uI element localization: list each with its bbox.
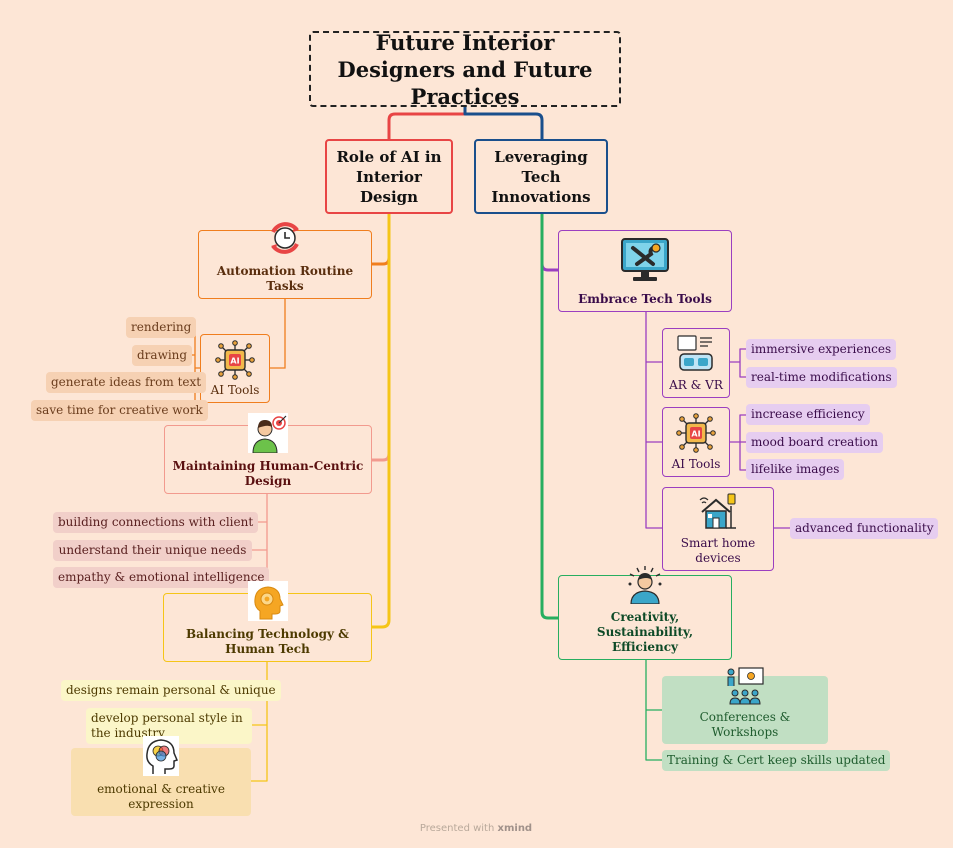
node-automation-routine-tasks[interactable]: Automation Routine Tasks	[198, 222, 372, 299]
central-topic[interactable]: Future Interior Designers and Future Pra…	[309, 29, 621, 109]
branch-leveraging-tech[interactable]: Leveraging Tech Innovations	[474, 139, 608, 214]
node-ai-tools-right-label: AI Tools	[671, 457, 721, 471]
human-centric-item[interactable]: empathy & emotional intelligence	[53, 567, 270, 588]
node-ar-vr[interactable]: AR & VR	[662, 328, 730, 398]
training-cert-label: Training & Cert keep skills updated	[667, 753, 886, 767]
node-human-centric-design[interactable]: Maintaining Human-Centric Design	[164, 413, 372, 494]
creative-person-icon	[625, 564, 665, 604]
ai-tool-item[interactable]: generate ideas from text	[46, 372, 207, 393]
ai-tool-item[interactable]: drawing	[132, 345, 193, 366]
footer-credit: Presented with xmind	[376, 823, 576, 834]
node-conferences-workshops[interactable]: Conferences & Workshops	[662, 667, 828, 744]
ai-tools-right-item-label: mood board creation	[751, 435, 878, 449]
svg-text:AI: AI	[691, 430, 700, 439]
node-creativity-sustainability[interactable]: Creativity, Sustainability, Efficiency	[558, 566, 732, 660]
head-gear-icon	[247, 581, 288, 621]
process-clock-icon	[265, 218, 305, 258]
node-ai-tools-left[interactable]: AI AI Tools	[200, 334, 270, 403]
presentation-audience-icon	[725, 666, 765, 706]
node-smart-home-label: Smart home devices	[680, 536, 756, 565]
node-embrace-tech-tools[interactable]: Embrace Tech Tools	[558, 230, 732, 312]
central-topic-label: Future Interior Designers and Future Pra…	[337, 29, 593, 109]
node-ai-tools-right[interactable]: AI AI Tools	[662, 407, 730, 477]
ai-tool-item[interactable]: rendering	[126, 317, 197, 338]
human-centric-item-label: understand their unique needs	[58, 543, 247, 557]
ai-tools-right-item-label: lifelike images	[751, 462, 840, 476]
node-smart-home-devices[interactable]: Smart home devices	[662, 487, 774, 571]
ai-tools-right-item[interactable]: increase efficiency	[746, 404, 870, 425]
node-automation-label: Automation Routine Tasks	[216, 264, 354, 293]
training-cert-item[interactable]: Training & Cert keep skills updated	[662, 750, 891, 771]
balancing-item[interactable]: designs remain personal & unique	[61, 680, 281, 701]
human-centric-item[interactable]: understand their unique needs	[53, 540, 252, 561]
branch-leveraging-tech-label: Leveraging Tech Innovations	[491, 147, 591, 206]
footer-brand: xmind	[497, 823, 533, 834]
node-conferences-label: Conferences & Workshops	[699, 710, 791, 739]
human-centric-item-label: building connections with client	[58, 515, 254, 529]
node-human-centric-label: Maintaining Human-Centric Design	[172, 459, 364, 488]
node-ai-tools-left-label: AI Tools	[210, 383, 260, 397]
ai-tools-right-item-label: increase efficiency	[751, 407, 865, 421]
node-creativity-label: Creativity, Sustainability, Efficiency	[596, 610, 694, 654]
ai-tools-right-item[interactable]: mood board creation	[746, 432, 883, 453]
ai-tools-right-item[interactable]: lifelike images	[746, 459, 845, 480]
node-balancing-technology[interactable]: Balancing Technology & Human Tech	[163, 581, 372, 662]
vr-headset-icon	[676, 334, 716, 374]
monitor-tools-icon	[619, 236, 671, 284]
smart-home-item-label: advanced functionality	[795, 521, 934, 535]
human-centric-item-label: empathy & emotional intelligence	[58, 570, 265, 584]
ai-brain-chip-icon: AI	[215, 340, 255, 380]
person-target-icon	[248, 413, 288, 453]
branch-role-of-ai-label: Role of AI in Interior Design	[336, 147, 442, 206]
ai-tool-item-label: rendering	[131, 320, 192, 334]
ar-vr-item-label: real-time modifications	[751, 370, 892, 384]
node-ar-vr-label: AR & VR	[669, 378, 723, 392]
smart-home-item[interactable]: advanced functionality	[790, 518, 939, 539]
node-balancing-label: Balancing Technology & Human Tech	[185, 627, 350, 656]
ar-vr-item[interactable]: immersive experiences	[746, 339, 897, 360]
ai-brain-chip-icon: AI	[676, 413, 716, 453]
ar-vr-item-label: immersive experiences	[751, 342, 892, 356]
head-venn-icon	[141, 736, 181, 776]
node-emotional-creative-expression[interactable]: emotional & creative expression	[71, 736, 251, 816]
smart-house-icon	[698, 492, 738, 532]
balancing-item-label: designs remain personal & unique	[66, 683, 276, 697]
ar-vr-item[interactable]: real-time modifications	[746, 367, 897, 388]
ai-tool-item-label: save time for creative work	[36, 403, 203, 417]
ai-tool-item-label: generate ideas from text	[51, 375, 202, 389]
human-centric-item[interactable]: building connections with client	[53, 512, 259, 533]
branch-role-of-ai[interactable]: Role of AI in Interior Design	[325, 139, 453, 214]
footer-prefix: Presented with	[419, 823, 495, 834]
svg-text:AI: AI	[230, 357, 239, 366]
ai-tool-item[interactable]: save time for creative work	[31, 400, 208, 421]
node-emotional-label: emotional & creative expression	[97, 782, 225, 811]
ai-tool-item-label: drawing	[137, 348, 188, 362]
node-embrace-tech-label: Embrace Tech Tools	[578, 292, 712, 306]
